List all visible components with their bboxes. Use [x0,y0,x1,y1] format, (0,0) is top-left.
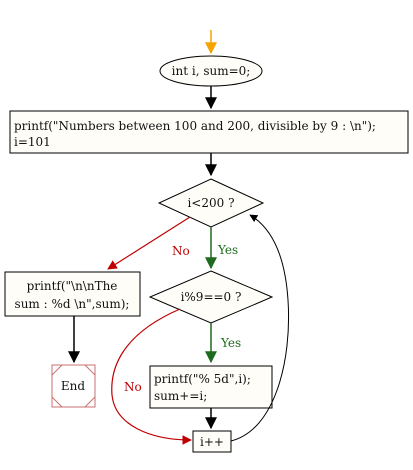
print-header-line1: printf("Numbers between 100 and 200, div… [14,119,376,133]
label-divisible-yes: Yes [220,336,241,350]
declare-node: int i, sum=0; [159,55,263,87]
edge-loop-back [230,214,290,442]
loop-condition-text: i<200 ? [187,196,234,210]
increment-node: i++ [192,430,232,453]
print-sum-node: printf("\n\nThe sum : %d \n",sum); [4,271,141,317]
loop-condition-node: i<200 ? [157,178,265,228]
edge-divisible-no [111,308,192,445]
print-value-line2: sum+=i; [154,389,207,403]
divisible-condition-text: i%9==0 ? [181,290,242,304]
increment-text: i++ [200,435,224,449]
end-text: End [61,379,85,393]
print-header-node: printf("Numbers between 100 and 200, div… [9,110,409,154]
divisible-condition-node: i%9==0 ? [148,270,274,324]
print-value-node: printf("% 5d",i); sum+=i; [149,365,273,409]
label-loop-no: No [172,244,190,258]
print-sum-line2: sum : %d \n",sum); [15,297,130,311]
label-divisible-no: No [124,380,142,394]
edge-loop-no [107,216,191,270]
label-loop-yes: Yes [217,243,238,257]
print-header-line2: i=101 [14,135,51,149]
print-value-line1: printf("% 5d",i); [154,372,251,386]
print-sum-line1: printf("\n\nThe [27,279,118,293]
declare-text: int i, sum=0; [172,64,251,78]
end-node: End [51,364,96,408]
